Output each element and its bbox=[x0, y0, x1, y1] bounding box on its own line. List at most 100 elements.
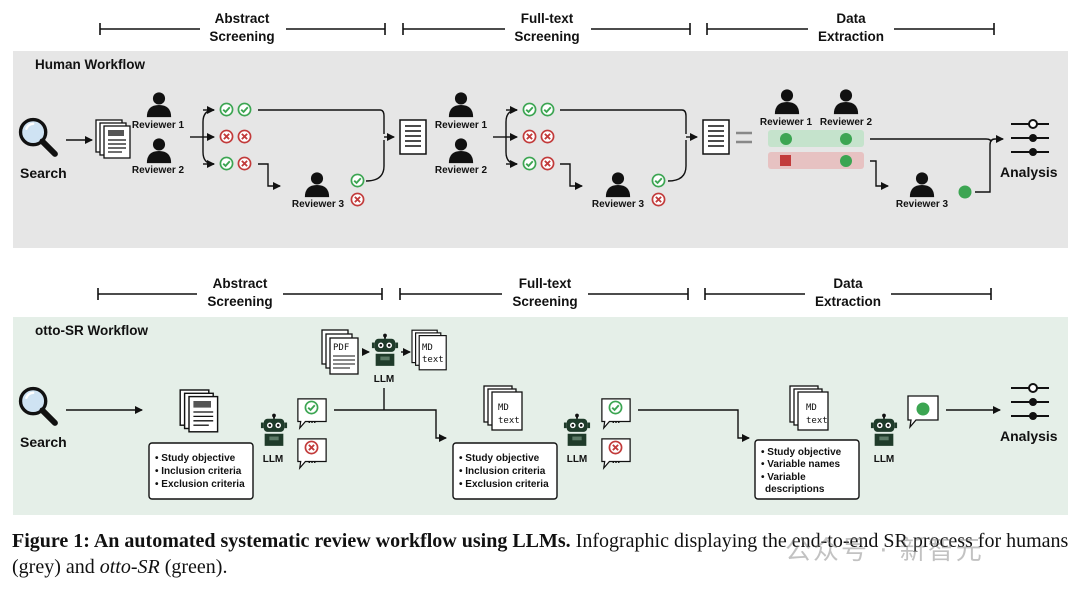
llm-label: LLM bbox=[567, 454, 588, 465]
documents-icon bbox=[95, 119, 131, 159]
search-label: Search bbox=[20, 165, 67, 181]
include-icon bbox=[608, 400, 623, 415]
criteria-box bbox=[148, 442, 254, 500]
include-icon bbox=[219, 102, 234, 117]
value-dot bbox=[840, 155, 852, 167]
exclude-icon bbox=[540, 156, 555, 171]
md-label: MD bbox=[498, 403, 509, 413]
md-stack: MD text bbox=[483, 385, 523, 431]
include-icon bbox=[219, 156, 234, 171]
stage-label: Extraction bbox=[815, 294, 881, 309]
variable-item: Variable names bbox=[767, 459, 840, 470]
stage-label: Data bbox=[836, 11, 866, 26]
bubble-ellipsis: ... bbox=[612, 415, 621, 426]
llm-label: LLM bbox=[263, 454, 284, 465]
exclude-icon bbox=[522, 129, 537, 144]
caption-text: Infographic displaying the end-to-end SR… bbox=[12, 530, 1069, 578]
md-label: text bbox=[806, 416, 828, 426]
md-label: MD bbox=[422, 343, 433, 353]
criteria-item: Inclusion criteria bbox=[161, 466, 241, 477]
svg-text:• Inclusion criteria: • Inclusion criteria bbox=[459, 466, 546, 477]
human-workflow-panel bbox=[13, 51, 1068, 248]
stage-label: Abstract bbox=[215, 11, 270, 26]
stage-label: Extraction bbox=[818, 29, 884, 44]
reviewer-label: Reviewer 1 bbox=[760, 117, 813, 128]
md-label: text bbox=[498, 416, 520, 426]
svg-text:• Exclusion criteria: • Exclusion criteria bbox=[459, 479, 549, 490]
caption-bold: Figure 1: An automated systematic review… bbox=[12, 530, 571, 552]
agreement-row bbox=[768, 130, 864, 147]
reviewer-label: Reviewer 2 bbox=[435, 165, 488, 176]
value-dot bbox=[958, 185, 972, 199]
reviewer-label: Reviewer 1 bbox=[132, 120, 185, 131]
stage-abstract-bottom: Abstract Screening bbox=[97, 273, 383, 311]
exclude-icon bbox=[237, 156, 252, 171]
svg-text:• Study objective: • Study objective bbox=[761, 447, 842, 458]
document-icon bbox=[399, 119, 427, 155]
criteria-box bbox=[452, 442, 558, 500]
include-icon bbox=[540, 102, 555, 117]
stage-extraction-top: Data Extraction bbox=[706, 8, 995, 46]
md-stack: MD text bbox=[411, 329, 447, 371]
include-icon bbox=[651, 173, 666, 188]
variables-box bbox=[754, 439, 860, 500]
stage-headers-top: Abstract Screening Full-text Screening D… bbox=[99, 8, 995, 46]
md-label: MD bbox=[806, 403, 817, 413]
search-label: Search bbox=[20, 434, 67, 450]
bubble-ellipsis: ... bbox=[308, 415, 317, 426]
svg-text:• Study objective: • Study objective bbox=[459, 453, 540, 464]
stage-fulltext-top: Full-text Screening bbox=[402, 8, 691, 46]
disagreement-row bbox=[768, 152, 864, 169]
variable-item: descriptions bbox=[765, 484, 825, 495]
watermark: 公众号 · 新智元 bbox=[785, 536, 984, 566]
equals-icon bbox=[736, 131, 752, 144]
documents-icon bbox=[179, 389, 219, 433]
reviewer-label: Reviewer 3 bbox=[592, 199, 645, 210]
exclude-icon bbox=[651, 192, 666, 207]
pdf-stack: PDF bbox=[321, 329, 359, 375]
analysis-label: Analysis bbox=[1000, 428, 1058, 444]
llm-label: LLM bbox=[374, 374, 395, 385]
value-dot bbox=[780, 133, 792, 145]
stage-label: Abstract bbox=[213, 276, 268, 291]
reviewer-label: Reviewer 2 bbox=[132, 165, 185, 176]
reviewer-label: Reviewer 3 bbox=[292, 199, 345, 210]
criteria-item: Inclusion criteria bbox=[465, 466, 545, 477]
md-label: text bbox=[422, 355, 444, 365]
include-icon bbox=[522, 156, 537, 171]
figure-caption: Figure 1: An automated systematic review… bbox=[12, 528, 1072, 580]
svg-text:• Variable: • Variable bbox=[761, 472, 806, 483]
criteria-item: Study objective bbox=[465, 453, 539, 464]
include-icon bbox=[237, 102, 252, 117]
svg-text:• Variable names: • Variable names bbox=[761, 459, 841, 470]
reviewer-label: Reviewer 3 bbox=[896, 199, 949, 210]
reviewer-label: Reviewer 1 bbox=[435, 120, 488, 131]
exclude-icon bbox=[237, 129, 252, 144]
svg-text:• Study objective: • Study objective bbox=[155, 453, 236, 464]
md-stack: MD text bbox=[789, 385, 829, 431]
include-icon bbox=[304, 400, 319, 415]
reviewer-label: Reviewer 2 bbox=[820, 117, 873, 128]
stage-abstract-top: Abstract Screening bbox=[99, 8, 386, 46]
exclude-icon bbox=[219, 129, 234, 144]
stage-label: Screening bbox=[514, 29, 579, 44]
stage-label: Data bbox=[833, 276, 863, 291]
value-dot bbox=[840, 133, 852, 145]
caption-text-end: (green). bbox=[159, 556, 228, 578]
stage-label: Screening bbox=[209, 29, 274, 44]
bubble-ellipsis: ... bbox=[308, 455, 317, 466]
svg-text:• Exclusion criteria: • Exclusion criteria bbox=[155, 479, 245, 490]
stage-label: Screening bbox=[512, 294, 577, 309]
exclude-icon bbox=[608, 440, 623, 455]
exclude-icon bbox=[540, 129, 555, 144]
stage-fulltext-bottom: Full-text Screening bbox=[399, 273, 689, 311]
otto-workflow-title: otto-SR Workflow bbox=[35, 323, 148, 338]
stage-headers-bottom: Abstract Screening Full-text Screening D… bbox=[97, 273, 992, 311]
workflow-diagram: Abstract Screening Full-text Screening D… bbox=[13, 8, 1068, 515]
variable-item: Study objective bbox=[767, 447, 841, 458]
variable-item: Variable bbox=[767, 472, 806, 483]
value-dot bbox=[916, 402, 930, 416]
stage-label: Screening bbox=[207, 294, 272, 309]
criteria-item: Study objective bbox=[161, 453, 235, 464]
llm-label: LLM bbox=[874, 454, 895, 465]
